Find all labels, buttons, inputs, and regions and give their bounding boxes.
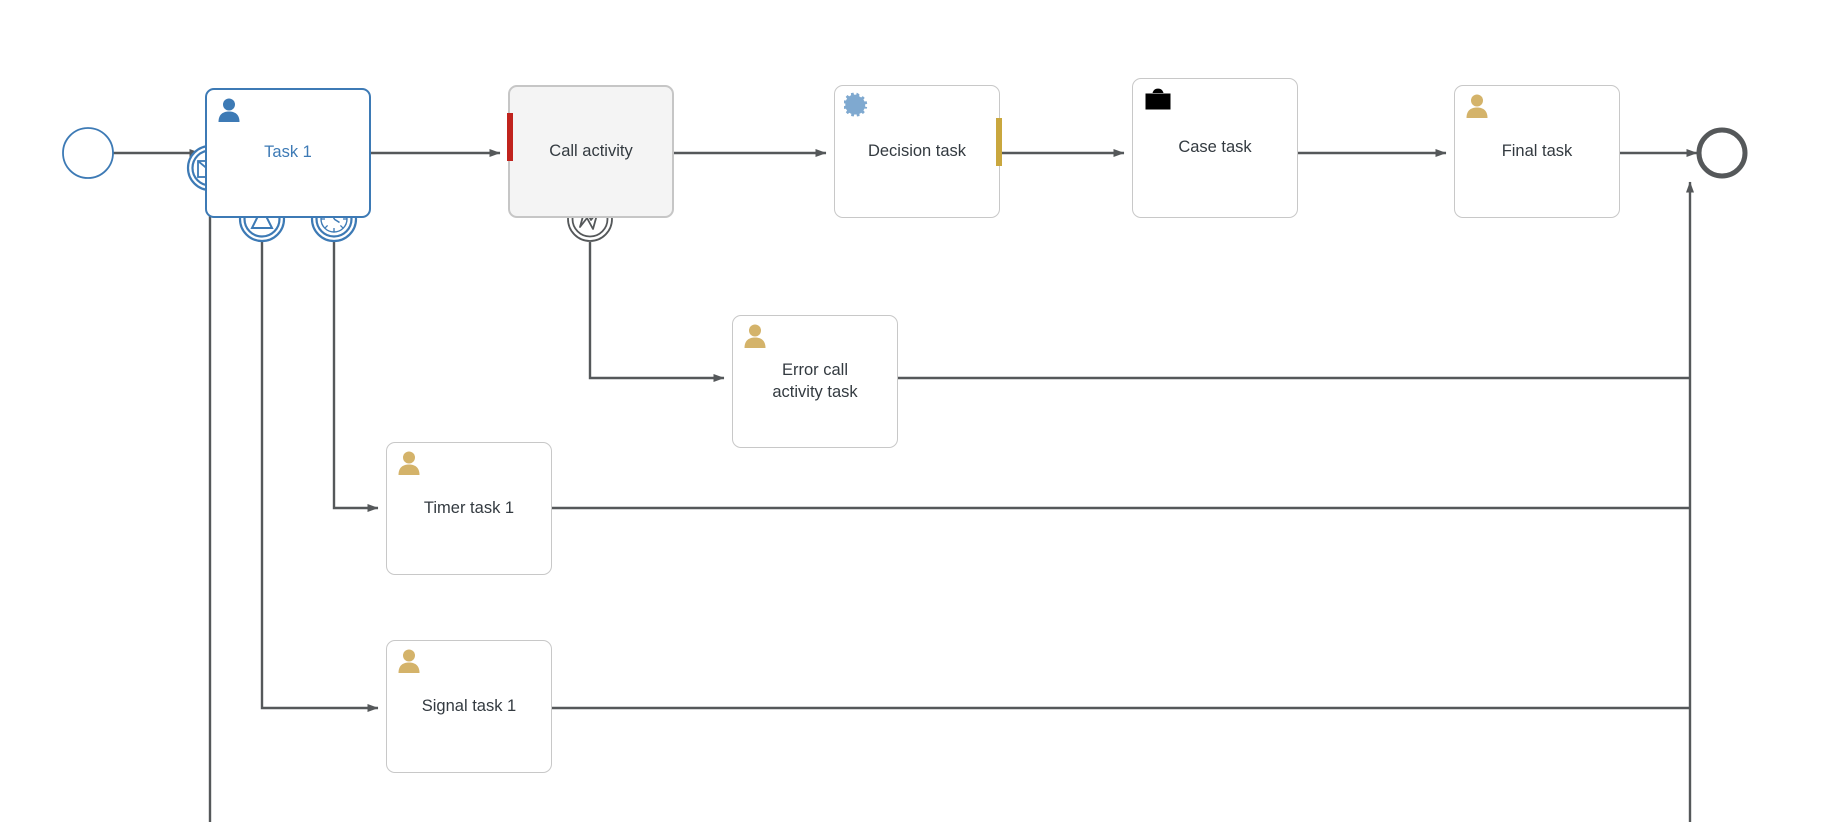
task-label: Signal task 1 (421, 696, 517, 715)
task-case-task[interactable]: Case task (1132, 78, 1298, 218)
task-label: Error call activity task (772, 361, 858, 401)
task-label: Decision task (867, 141, 967, 160)
task-call-activity[interactable]: Call activity (507, 85, 674, 218)
user-icon (216, 96, 242, 126)
user-icon (742, 322, 768, 352)
triangle-icon (250, 205, 274, 229)
sequence-flows (113, 149, 1698, 822)
flow-timer-to-timertask[interactable] (332, 242, 379, 512)
task-task-1[interactable]: Task 1 (205, 88, 371, 218)
start-event[interactable] (62, 127, 114, 179)
task-signal-task-1[interactable]: Signal task 1 (386, 640, 552, 773)
gear-icon (843, 92, 870, 122)
task-label: Task 1 (264, 143, 312, 162)
task-label: Case task (1178, 138, 1252, 157)
task-decision-task[interactable]: Decision task (834, 85, 1002, 218)
user-icon (396, 647, 422, 677)
decision-marker-gold (996, 118, 1002, 166)
end-event[interactable] (1696, 127, 1748, 179)
flow-error-to-errorcall[interactable] (588, 242, 725, 382)
task-label: Call activity (549, 141, 633, 160)
task-label: Timer task 1 (423, 498, 515, 517)
flow-escalation-to-signaltask[interactable] (260, 242, 379, 712)
task-label: Final task (1501, 141, 1573, 160)
user-icon (1464, 92, 1490, 122)
briefcase-icon (1143, 87, 1173, 113)
task-final-task[interactable]: Final task (1454, 85, 1620, 218)
error-marker-red (507, 113, 513, 161)
task-error-call-activity-task[interactable]: Error call activity task (732, 315, 898, 448)
user-icon (396, 449, 422, 479)
task-timer-task-1[interactable]: Timer task 1 (386, 442, 552, 575)
